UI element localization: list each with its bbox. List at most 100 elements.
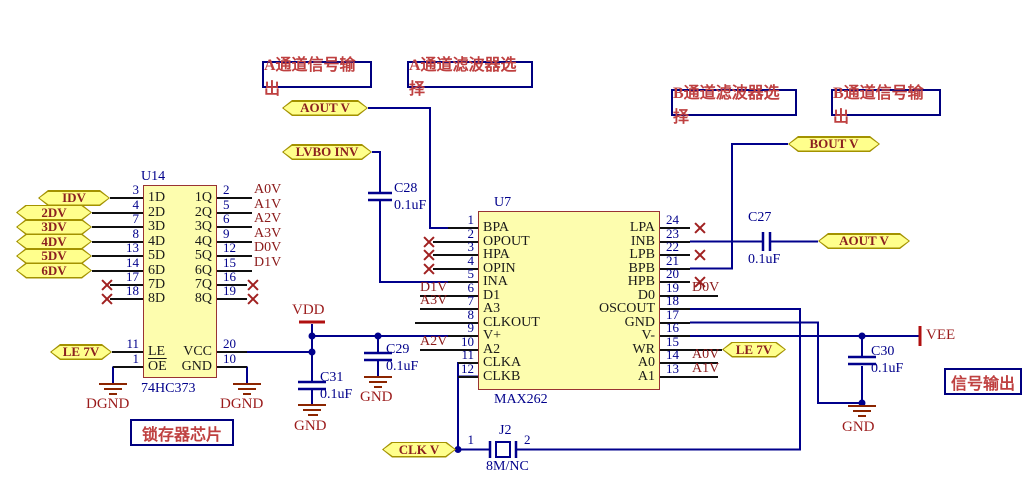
port-label: 2DV [18,206,91,219]
power-label-vdd[interactable]: VDD [292,302,325,318]
power-label-dgnd-right[interactable]: DGND [220,396,264,412]
power-label-gnd-c31[interactable]: GND [294,418,327,434]
port-le7v-u7[interactable]: LE 7V [722,342,786,358]
port-p3dv[interactable]: 3DV [16,219,92,235]
pin-number: 3 [467,239,475,254]
port-lvbo-inv[interactable]: LVBO INV [282,144,372,160]
cap-c30-value[interactable]: 0.1uF [871,361,904,376]
net-label-A2V[interactable]: A2V [254,211,282,226]
net-label-A1V[interactable]: A1V [254,196,282,212]
power-label-gnd-c30[interactable]: GND [842,419,875,435]
pin-number: 24 [666,212,679,227]
cap-c30-designator[interactable]: C30 [871,344,895,359]
pin-number: 14 [666,347,679,362]
pin-stub-u7-OPIN [433,267,478,270]
cap-c31-value[interactable]: 0.1uF [320,387,353,402]
port-boutv[interactable]: BOUT V [788,136,880,152]
port-label: AOUT V [820,235,909,248]
port-p4dv[interactable]: 4DV [16,234,92,250]
net-label-D1V[interactable]: D1V [420,279,448,295]
pin-stub-u7-V+ [448,335,478,337]
port-label: LE 7V [52,346,111,359]
annotation-a-signal-out: A通道信号输出 [262,57,372,98]
port-aoutv-top[interactable]: AOUT V [282,100,368,116]
net-label-D1V[interactable]: D1V [254,254,282,270]
annotation-b-filter-select: B通道滤波器选择 [671,85,797,126]
u7-designator[interactable]: U7 [494,195,512,210]
pin-number: 10 [223,350,236,366]
pin-name: A0 [637,355,655,370]
power-label-gnd-c29[interactable]: GND [360,389,393,405]
port-p5dv[interactable]: 5DV [16,248,92,264]
pin-stub-u7-A0 [660,362,718,364]
pin-name: 8Q [194,291,212,306]
pin-stub-u7-GND [660,321,690,324]
pin-stub-u14-4Q [217,240,252,243]
pin-name: 2Q [194,204,212,220]
port-p2dv[interactable]: 2DV [16,205,92,221]
pin-number: 20 [223,336,236,351]
pin-name: LE [148,344,166,359]
pin-number: 4 [467,252,475,268]
pin-name: BPA [483,220,509,235]
u14-designator[interactable]: U14 [141,169,166,184]
u14-part-number[interactable]: 74HC373 [141,381,196,396]
net-label-A3V[interactable]: A3V [254,225,282,241]
pin-name: OE [148,358,167,374]
pin-name: A3 [483,301,501,316]
pin-number: 16 [223,268,236,284]
pin-name: CLKB [483,368,521,384]
cap-c29-value[interactable]: 0.1uF [386,359,419,374]
chip-u7-max262[interactable] [478,211,660,390]
port-idv[interactable]: IDV [38,190,110,206]
pin-stub-u14-VCC [217,351,247,353]
pin-number: 16 [666,320,679,335]
cap-c31-designator[interactable]: C31 [320,370,344,385]
port-le7v-u14[interactable]: LE 7V [50,344,112,360]
cap-c27-value[interactable]: 0.1uF [748,252,781,267]
crystal-value[interactable]: 8M/NC [486,459,529,474]
pin-name: D0 [637,287,655,303]
pin-number: 15 [223,254,236,270]
pin-number: 20 [666,266,679,281]
annotation-latch-chip: 锁存器芯片 [130,419,234,446]
net-label-D0V[interactable]: D0V [692,279,720,295]
u7-part-number[interactable]: MAX262 [494,392,548,407]
pin-number: 11 [461,347,474,362]
net-label-A3V[interactable]: A3V [420,293,448,308]
pin-stub-u14-6Q [217,269,252,272]
pin-number: 6 [467,279,475,295]
cap-c27-designator[interactable]: C27 [748,210,772,225]
pin-name: CLKOUT [483,314,540,330]
cap-c28-value[interactable]: 0.1uF [394,198,427,213]
pin-number: 3 [132,182,140,197]
pin-stub-u7-D1 [420,294,478,297]
pin-name: GND [624,314,655,330]
net-label-A1V[interactable]: A1V [692,360,720,376]
crystal-designator[interactable]: J2 [499,423,512,438]
cap-c28-designator[interactable]: C28 [394,181,418,196]
port-aoutv-right[interactable]: AOUT V [818,233,910,249]
chip-u14-74hc373[interactable] [143,185,217,378]
net-label-A0V[interactable]: A0V [692,347,720,362]
crystal-pin2-number: 2 [524,432,531,447]
no-connect-mark [101,293,113,305]
pin-stub-u7-OSCOUT [660,308,690,310]
net-label-D0V[interactable]: D0V [254,240,282,255]
port-clkv[interactable]: CLK V [382,442,456,458]
net-label-A2V[interactable]: A2V [420,333,448,349]
pin-name: WR [632,341,655,357]
pin-number: 8 [467,306,475,322]
pin-stub-u14-OE [113,365,143,368]
pin-name: GND [181,358,212,374]
pin-number: 17 [666,306,679,322]
cap-c29-designator[interactable]: C29 [386,342,410,357]
power-label-dgnd-left[interactable]: DGND [86,396,130,412]
port-p6dv[interactable]: 6DV [16,263,92,279]
pin-stub-u7-OPOUT [433,240,478,243]
net-label-A0V[interactable]: A0V [254,182,282,197]
pin-name: D1 [483,287,501,303]
annotation-signal-out: 信号输出 [944,368,1022,395]
power-label-vee[interactable]: VEE [926,327,956,343]
